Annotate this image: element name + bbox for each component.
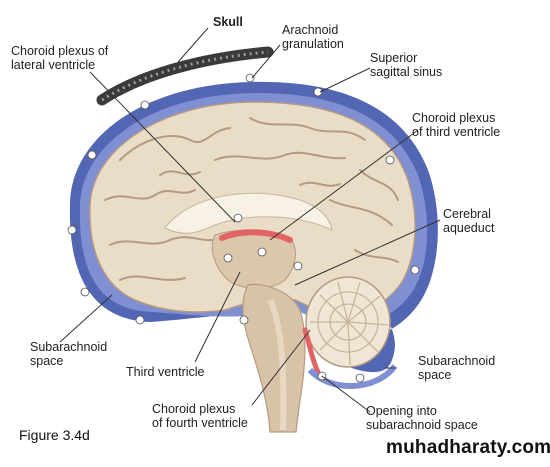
cerebellum [305, 276, 391, 368]
label-arachnoid-granulation: Arachnoid granulation [282, 23, 344, 51]
label-superior-sagittal-sinus: Superior sagittal sinus [370, 51, 443, 79]
label-subarachnoid-space-left: Subarachnoid space [30, 340, 108, 368]
brainstem [242, 283, 306, 433]
csf-flow-arrows [67, 73, 420, 383]
leader-lines [59, 27, 441, 413]
watermark: muhadharaty.com [386, 437, 550, 458]
corpus-callosum [164, 192, 333, 234]
label-cerebral-aqueduct: Cerebral aqueduct [443, 207, 495, 235]
label-choroid-plexus-lateral: Choroid plexus of lateral ventricle [11, 44, 109, 72]
label-third-ventricle: Third ventricle [126, 365, 205, 379]
gyri [104, 117, 399, 281]
label-subarachnoid-space-right: Subarachnoid space [418, 354, 496, 382]
figure-caption: Figure 3.4d [19, 427, 90, 443]
label-skull: Skull [213, 15, 243, 29]
choroid-plexus-fourth [302, 327, 321, 375]
choroid-plexus-third [219, 229, 293, 243]
label-choroid-plexus-fourth: Choroid plexus of fourth ventricle [152, 402, 248, 430]
label-opening-subarachnoid: Opening into subarachnoid space [366, 404, 478, 432]
label-choroid-plexus-third: Choroid plexus of third ventricle [412, 111, 501, 139]
